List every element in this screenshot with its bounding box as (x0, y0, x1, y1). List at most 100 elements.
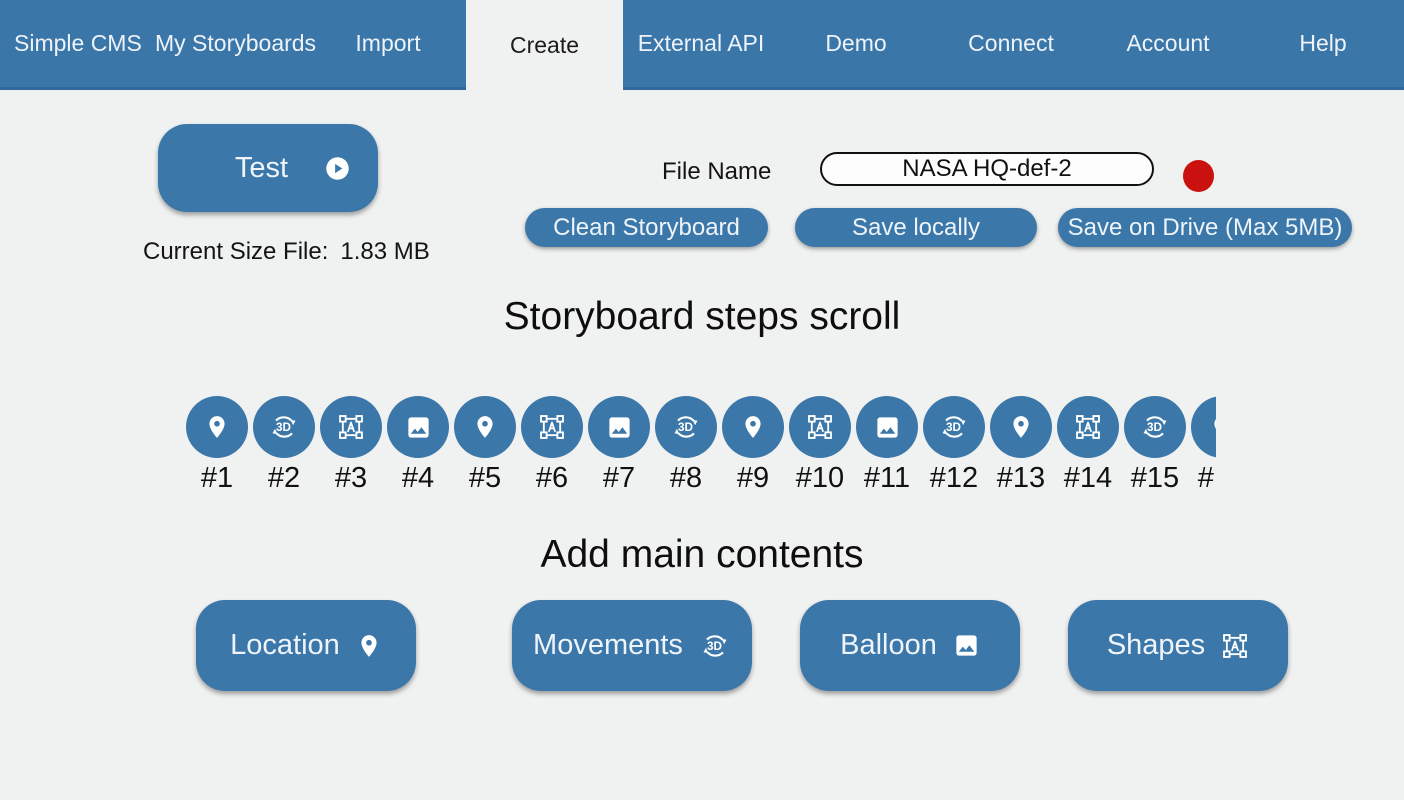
storyboard-step[interactable]: #4 (387, 396, 449, 500)
step-circle[interactable] (588, 396, 650, 458)
step-circle[interactable] (990, 396, 1052, 458)
movements-button-label: Movements (533, 629, 683, 661)
nav-item-import[interactable]: Import (355, 30, 421, 56)
storyboard-step[interactable]: 3D #12 (923, 396, 985, 500)
format-shapes-icon (1076, 415, 1100, 439)
storyboard-step[interactable]: #9 (722, 396, 784, 500)
step-number: #13 (996, 462, 1046, 494)
step-number: #4 (401, 462, 435, 494)
steps-section-title: Storyboard steps scroll (503, 295, 901, 338)
storyboard-step[interactable]: 3D #2 (253, 396, 315, 500)
file-size-value: 1.83 MB (340, 238, 430, 265)
svg-text:3D: 3D (276, 421, 291, 434)
storyboard-step[interactable]: #1 (186, 396, 248, 500)
nav-item-my-storyboards[interactable]: My Storyboards (155, 30, 317, 56)
step-circle[interactable] (521, 396, 583, 458)
rotation-3d-icon: 3D (674, 416, 698, 438)
storyboard-step[interactable]: #7 (588, 396, 650, 500)
rotation-3d-icon: 3D (1143, 416, 1167, 438)
nav-item-account[interactable]: Account (1126, 30, 1210, 56)
storyboard-step[interactable]: 3D #15 (1124, 396, 1186, 500)
nav-item-connect[interactable]: Connect (968, 30, 1054, 56)
location-pin-icon (1214, 419, 1216, 430)
test-button[interactable]: Test (158, 124, 378, 212)
play-icon (326, 156, 349, 180)
format-shapes-icon (339, 415, 363, 439)
image-icon (876, 416, 898, 438)
nav-item-help[interactable]: Help (1299, 30, 1347, 56)
nav-item-demo[interactable]: Demo (825, 30, 887, 56)
step-circle[interactable] (454, 396, 516, 458)
balloon-button-label: Balloon (840, 629, 937, 661)
save-on-drive-button[interactable]: Save on Drive (Max 5MB) (1058, 208, 1352, 247)
file-name-label: File Name (662, 158, 772, 185)
step-number: #11 (863, 462, 911, 494)
step-circle[interactable] (320, 396, 382, 458)
clean-storyboard-button[interactable]: Clean Storyboard (525, 208, 768, 247)
storyboard-step[interactable]: #13 (990, 396, 1052, 500)
file-name-input[interactable] (820, 152, 1154, 186)
storyboard-step[interactable]: #11 (856, 396, 918, 500)
test-button-label: Test (234, 151, 289, 184)
nav-item-external-api[interactable]: External API (637, 30, 765, 56)
step-circle[interactable] (856, 396, 918, 458)
format-shapes-icon (540, 415, 564, 439)
step-circle[interactable]: 3D (655, 396, 717, 458)
nav-tab-create-active[interactable]: Create (466, 0, 623, 91)
storyboard-step[interactable]: 3D #8 (655, 396, 717, 500)
shapes-button-label: Shapes (1106, 629, 1206, 661)
step-circle[interactable] (722, 396, 784, 458)
svg-text:3D: 3D (678, 421, 693, 434)
storyboard-step[interactable]: #14 (1057, 396, 1119, 500)
location-pin-icon (209, 416, 225, 438)
contents-section-title: Add main contents (540, 533, 864, 576)
movements-button[interactable]: Movements 3D (512, 600, 752, 691)
image-icon (407, 416, 429, 438)
location-pin-icon (1013, 416, 1029, 438)
step-circle[interactable]: 3D (253, 396, 315, 458)
storyboard-step[interactable]: #6 (521, 396, 583, 500)
location-pin-icon (361, 634, 377, 657)
step-number: #15 (1130, 462, 1180, 494)
location-button[interactable]: Location (196, 600, 416, 691)
record-status-indicator (1183, 160, 1214, 192)
format-shapes-icon (808, 415, 832, 439)
step-number: #12 (929, 462, 979, 494)
svg-text:3D: 3D (707, 640, 722, 653)
step-circle[interactable] (387, 396, 449, 458)
rotation-3d-icon: 3D (942, 416, 966, 438)
step-circle[interactable] (186, 396, 248, 458)
format-shapes-icon (1223, 633, 1248, 658)
rotation-3d-icon: 3D (272, 416, 296, 438)
step-circle[interactable]: 3D (1124, 396, 1186, 458)
steps-scroll-row[interactable]: #1 3D #2 #3 #4 #5 #6 (0, 396, 1216, 500)
balloon-button[interactable]: Balloon (800, 600, 1020, 691)
save-locally-button[interactable]: Save locally (795, 208, 1037, 247)
step-circle[interactable] (1057, 396, 1119, 458)
svg-text:3D: 3D (946, 421, 961, 434)
location-pin-icon (477, 416, 493, 438)
nav-item-simple-cms[interactable]: Simple CMS (14, 30, 142, 56)
current-file-size: Current Size File: 1.83 MB (143, 238, 430, 266)
location-pin-icon (745, 416, 761, 438)
rotation-3d-icon: 3D (703, 634, 727, 657)
file-size-label: Current Size File: (143, 238, 329, 265)
storyboard-step[interactable]: #16 (1191, 396, 1216, 500)
storyboard-step[interactable]: #10 (789, 396, 851, 500)
step-number: #1 (200, 462, 234, 494)
step-circle[interactable] (789, 396, 851, 458)
svg-text:3D: 3D (1147, 421, 1162, 434)
image-icon (608, 416, 630, 438)
step-number: #9 (736, 462, 770, 494)
storyboard-step[interactable]: #5 (454, 396, 516, 500)
storyboard-step[interactable]: #3 (320, 396, 382, 500)
top-nav-bar: Simple CMS My Storyboards Import Externa… (0, 0, 1404, 90)
step-circle[interactable]: 3D (923, 396, 985, 458)
step-number: #3 (334, 462, 368, 494)
shapes-button[interactable]: Shapes (1068, 600, 1288, 691)
step-number: #5 (468, 462, 502, 494)
step-circle[interactable] (1191, 396, 1216, 458)
step-number: #16 (1197, 462, 1216, 494)
step-number: #2 (267, 462, 301, 494)
